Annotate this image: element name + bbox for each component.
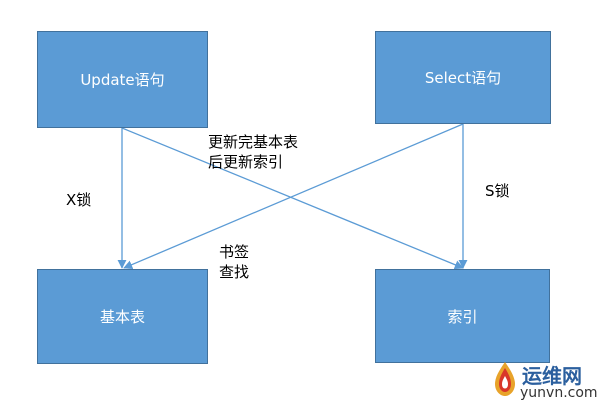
node-base-table: 基本表 <box>37 269 208 364</box>
watermark-url: yunvn.com <box>520 385 598 401</box>
node-select-statement: Select语句 <box>375 31 551 124</box>
label-update-note-line2: 后更新索引 <box>208 153 284 171</box>
label-bookmark-line2: 查找 <box>219 263 250 281</box>
label-update-note-line1: 更新完基本表 <box>208 133 299 151</box>
watermark-logo-icon <box>495 362 515 396</box>
arrow-select-to-base-table <box>123 123 464 269</box>
arrow-update-to-index <box>121 127 464 270</box>
node-update-statement: Update语句 <box>37 31 208 128</box>
watermark-name: 运维网 <box>522 364 582 388</box>
label-bookmark-line1: 书签 <box>219 243 250 261</box>
label-x-lock: X锁 <box>66 191 92 209</box>
node-index: 索引 <box>375 269 550 363</box>
label-s-lock: S锁 <box>485 182 510 200</box>
